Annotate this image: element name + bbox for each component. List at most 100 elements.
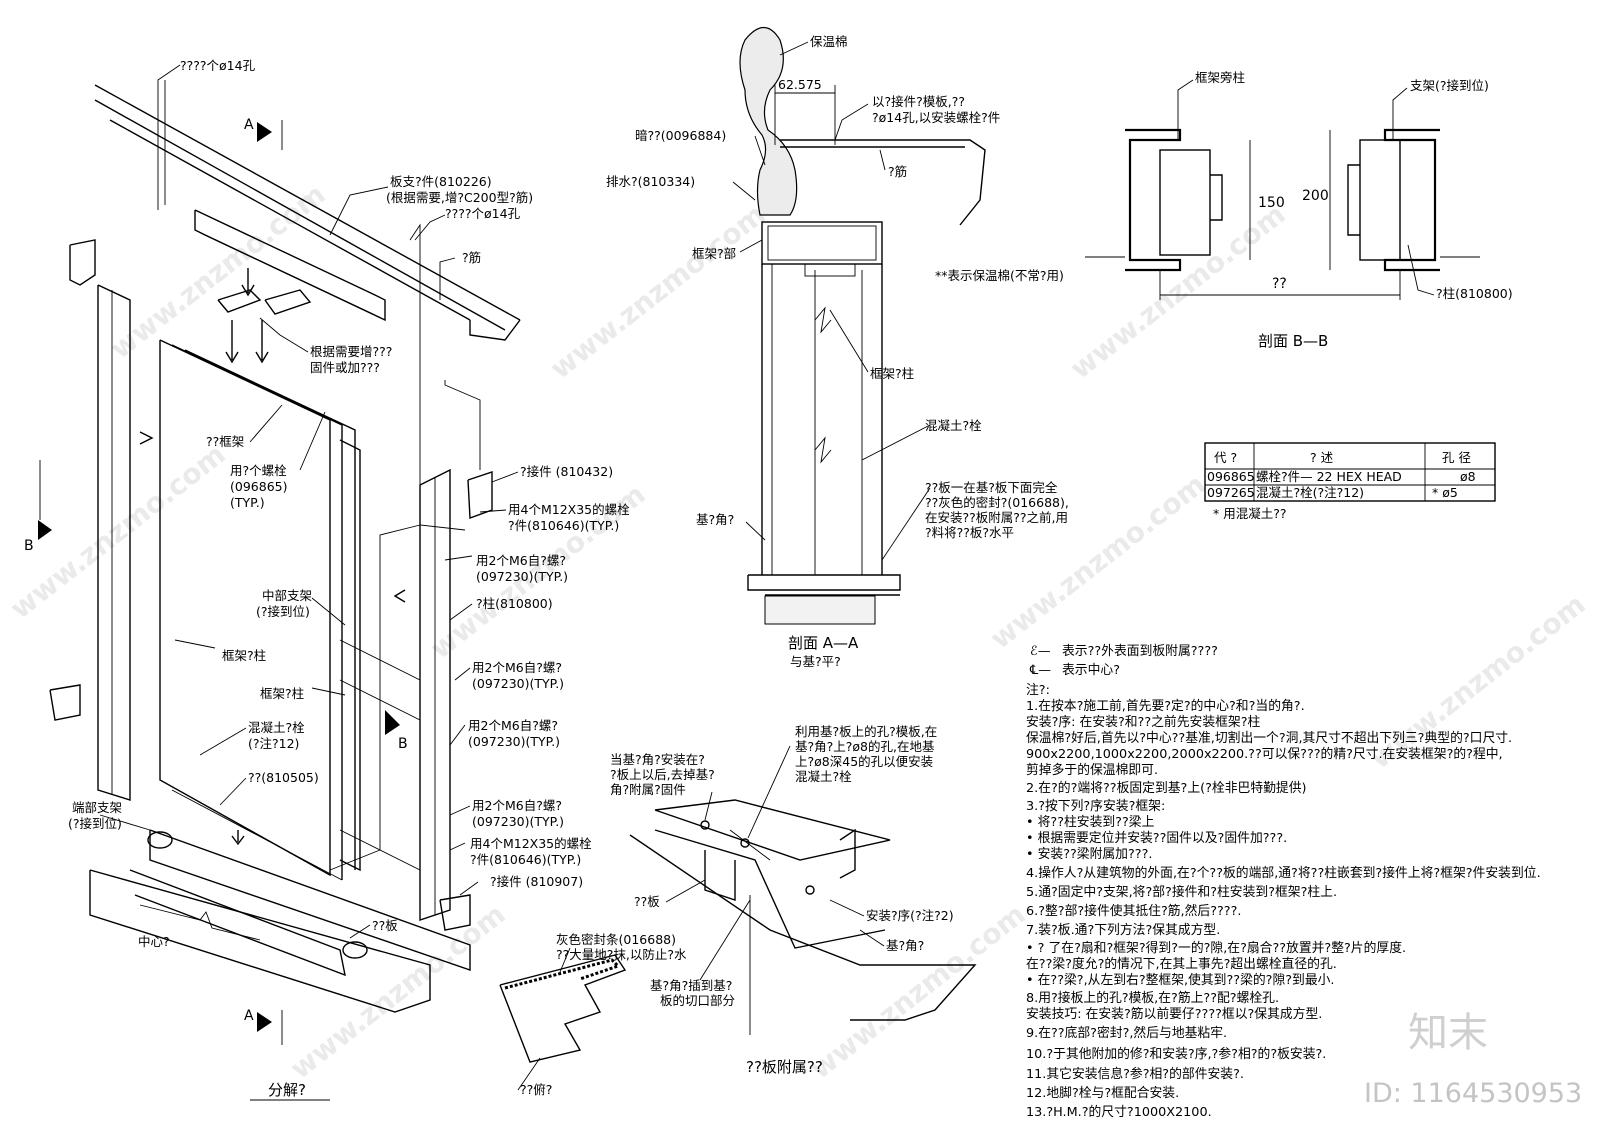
seal-profile xyxy=(499,954,627,1063)
table-header: 孔 径 xyxy=(1442,450,1471,465)
table-header: ? 述 xyxy=(1310,450,1334,465)
label-insert: 板的切口部分 xyxy=(660,993,735,1008)
table-cell: * ø5 xyxy=(1432,485,1458,500)
label-frame-column: 框架?柱 xyxy=(222,648,266,663)
leader-line xyxy=(829,309,869,373)
rebar-line xyxy=(109,119,471,321)
legend-symbol-icon: ℰ— xyxy=(1030,644,1051,659)
bolt-hole xyxy=(740,838,750,848)
watermark-text: www.znzmo.com xyxy=(1064,198,1292,386)
connector-plate xyxy=(467,471,493,519)
fix-block xyxy=(264,289,312,315)
table-cell: 混凝土?栓(?注?12) xyxy=(1256,485,1364,500)
label-install-order: 安装?序(?注?2) xyxy=(866,908,954,923)
label-view: ??俯? xyxy=(520,1082,552,1097)
arrow-icon xyxy=(255,320,269,364)
section-aa: 62.575 保温棉 以?接件?模板,?? ?ø14孔,以安装螺栓?件 暗??(… xyxy=(606,26,1069,669)
leader-line xyxy=(517,1057,541,1091)
sill-detail: 利用基?板上的孔?模板,在 基?角?上?ø8的孔,在地基 上?ø8深45的孔以便… xyxy=(610,724,977,1076)
label-template: 以?接件?模板,?? xyxy=(872,94,965,109)
label-column: ?柱(810800) xyxy=(476,596,553,611)
label-plate-note: ??板一在基?板下面完全 xyxy=(925,480,1058,495)
leader-line xyxy=(449,603,473,621)
label-frame-side: 框架旁柱 xyxy=(1195,70,1245,85)
label-mid-support: 中部支架 xyxy=(262,588,312,603)
table-header: 代 ? xyxy=(1214,450,1237,465)
dimension-bottom: ?? xyxy=(1272,276,1287,292)
label-m6-screws: (097230)(TYP.) xyxy=(472,676,564,691)
section-aa-subtitle: 与基?平? xyxy=(790,654,841,669)
note-line: • 将??柱安装到??梁上 xyxy=(1026,815,1155,830)
angle-leg xyxy=(704,850,736,901)
label-plate: ??板 xyxy=(372,918,398,933)
frame-side-box xyxy=(1159,149,1211,256)
note-line: 900x2200,1000x2200,2000x2200.??可以保???的精?… xyxy=(1026,746,1503,762)
section-arrow-icon xyxy=(257,1012,272,1032)
end-support xyxy=(147,831,173,849)
break-line xyxy=(139,904,261,941)
dimension-200: 200 xyxy=(1302,188,1329,204)
label-bolt: (TYP.) xyxy=(230,495,265,510)
label-base-angle: 基?角? xyxy=(696,512,734,527)
concrete-slab xyxy=(89,869,431,1013)
concrete-slab xyxy=(629,834,977,1021)
door-frame-inner xyxy=(171,344,343,880)
watermark-text: www.znzmo.com xyxy=(284,898,512,1086)
rebar-line xyxy=(94,99,506,331)
label-frame-column: 框架?柱 xyxy=(870,366,914,381)
connector-plate xyxy=(439,894,471,931)
label-concrete-bolt: (?注?12) xyxy=(248,736,299,751)
leader-line xyxy=(829,899,865,917)
label-connector: ?接件 (810432) xyxy=(520,464,613,479)
exploded-title: 分解? xyxy=(268,1081,306,1099)
note-line: 4.操作人?从建筑物的外面,在?个??板的端部,通?将??柱嵌套到?接件上将?框… xyxy=(1026,865,1541,881)
guide-line xyxy=(409,223,466,531)
label-m6-screws: 用2个M6自?螺? xyxy=(476,553,566,568)
label-template: 上?ø8深45的孔以便安装 xyxy=(795,754,933,769)
base-angle xyxy=(654,829,886,949)
note-line: 6.?整?部?接件使其抵住?筋,然后????. xyxy=(1026,903,1241,919)
seal-detail: 灰色密封条(016688) ??大量地?抹,以防止?水 ??俯? xyxy=(499,932,687,1097)
table-cell: 096865 xyxy=(1207,469,1255,484)
sill-plate xyxy=(149,829,471,971)
c-channel-right xyxy=(1383,128,1440,272)
dimension-62575: 62.575 xyxy=(778,77,822,92)
mid-support xyxy=(339,439,361,872)
watermark-text: www.znzmo.com xyxy=(804,898,1032,1086)
fix-block xyxy=(217,289,262,313)
legend-symbol-icon: ℄— xyxy=(1029,663,1051,678)
connector-plate xyxy=(69,239,96,286)
section-label-a: A xyxy=(244,1008,254,1024)
notes-block: ℰ— 表示??外表面到板附属???? ℄— 表示中心? 注?: 1.在按本?施工… xyxy=(1026,644,1541,1120)
label-remove-fix: ?板上以后,去掉基? xyxy=(610,767,715,782)
label-remove-fix: 角?附属?固件 xyxy=(610,782,686,797)
frame-side-tab xyxy=(1210,174,1223,221)
brand-logo: 知末 xyxy=(1408,1010,1488,1056)
label-m12-bolts: ?件(810646)(TYP.) xyxy=(470,852,581,867)
label-m6-screws: (097230)(TYP.) xyxy=(476,569,568,584)
label-plate-note: ??灰色的密封?(016688), xyxy=(925,495,1069,510)
watermark-text: www.znzmo.com xyxy=(544,198,772,386)
label-plate-note: 在安装??板附属??之前,用 xyxy=(925,510,1068,525)
leader-line xyxy=(414,214,446,241)
note-line: 保温棉?好后,首先以?中心??基准,切割出一个?洞,其尺寸不超出下列三?典型的?… xyxy=(1026,730,1512,746)
leader-line xyxy=(311,597,346,626)
label-template: ?ø14孔,以安装螺栓?件 xyxy=(872,110,1000,125)
label-hidden-part: 暗??(0096884) xyxy=(635,128,726,143)
section-aa-title: 剖面 A—A xyxy=(788,634,859,652)
sill-detail-title: ??板附属?? xyxy=(746,1058,823,1076)
label-concrete-bolt: 混凝土?栓 xyxy=(248,720,305,735)
note-line: 3.?按下列?序安装?框架: xyxy=(1026,799,1165,814)
label-frame-column: 框架?柱 xyxy=(260,686,304,701)
leader-line xyxy=(491,471,519,483)
leader-line xyxy=(732,181,756,201)
leader-line xyxy=(439,257,456,300)
leader-line xyxy=(1407,244,1435,296)
label-m6-screws: 用2个M6自?螺? xyxy=(472,660,562,675)
base-plate xyxy=(747,574,901,591)
column-cap xyxy=(804,263,856,277)
label-rebar: ?筋 xyxy=(888,164,907,179)
slot-line xyxy=(729,829,771,861)
bracket-tab xyxy=(1347,164,1360,236)
